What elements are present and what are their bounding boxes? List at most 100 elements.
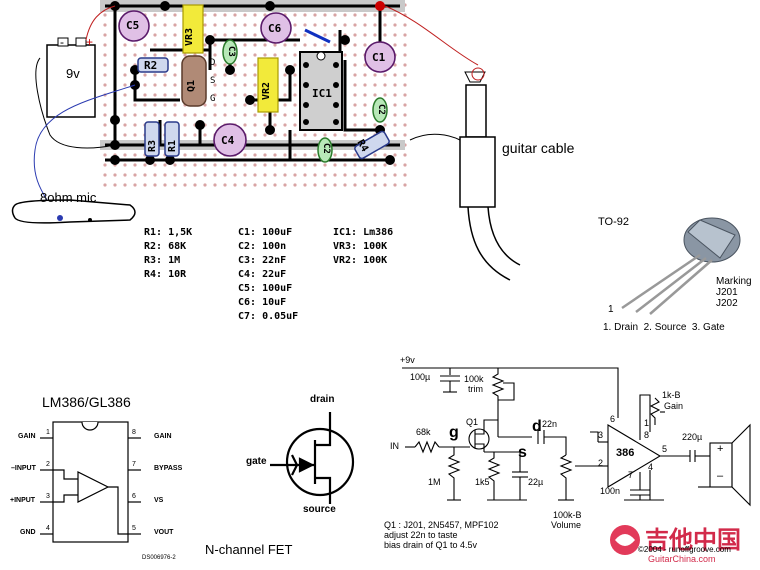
sch-spk-minus: – [717, 470, 724, 482]
lm386-pin8-label: GAIN [154, 433, 172, 440]
r1-label: R1 [167, 139, 178, 152]
sch-c-couple: 22n [542, 419, 558, 429]
sch-pin2: 2 [598, 458, 604, 468]
lm386-code: DS006976-2 [142, 555, 176, 561]
q1-label: Q1 [186, 79, 197, 92]
sch-pin7: 7 [628, 470, 634, 480]
sch-note-q1: Q1 : J201, 2N5457, MPF102 [384, 520, 499, 530]
parts-c4: C4: 22uF [238, 269, 287, 280]
c5-body [118, 10, 150, 42]
battery-wire [35, 57, 116, 149]
guitar-jack [409, 67, 521, 281]
parts-vr3: VR3: 100K [333, 241, 388, 252]
q1-gate-pin: G [210, 94, 216, 104]
microphone [11, 199, 136, 224]
c1-body [364, 41, 396, 73]
r3-label: R3 [147, 139, 158, 152]
sch-notes: Q1 : J201, 2N5457, MPF102 adjust 22n to … [384, 520, 499, 550]
lm386-pin4-label: GND [20, 529, 36, 536]
battery [46, 37, 96, 118]
lm386-pin7-num: 7 [132, 461, 136, 468]
ceramic-capacitors [222, 39, 388, 163]
battery-label: 9v [66, 66, 80, 81]
sch-in: IN [390, 441, 399, 451]
sch-pin8: 8 [644, 430, 650, 440]
watermark-copyright: ©2004 - runoffgroove.com [638, 545, 731, 554]
c1-label: C1 [372, 51, 386, 64]
resistors [137, 57, 390, 160]
lm386-pin3-label: +INPUT [10, 497, 36, 504]
lm386-pin2-label: –INPUT [11, 465, 36, 472]
lm386-pin4-num: 4 [46, 525, 50, 532]
parts-vr2: VR2: 100K [333, 255, 388, 266]
mic-label: 8ohm mic [40, 190, 97, 205]
to92-pinout: 1. Drain 2. Source 3. Gate [603, 322, 725, 333]
lm386-pin8-num: 8 [132, 429, 136, 436]
parts-c7: C7: 0.05uF [238, 311, 299, 322]
parts-c2: C2: 100n [238, 241, 287, 252]
sch-amp: 386 [616, 447, 635, 459]
red-wires [85, 5, 479, 66]
c5-label: C5 [126, 19, 140, 32]
sch-note-adjust: adjust 22n to taste [384, 530, 458, 540]
r2-label: R2 [144, 59, 158, 72]
ic1-label: IC1 [312, 87, 332, 100]
sch-trim-value: 100k [464, 374, 484, 384]
sch-pin5: 5 [662, 444, 668, 454]
mic-wire [33, 84, 136, 216]
lm386-pin2-num: 2 [46, 461, 50, 468]
parts-ic1: IC1: Lm386 [333, 227, 394, 238]
to92-package [621, 217, 741, 315]
fet-gate-label: gate [246, 456, 267, 467]
guitar-cable-label: guitar cable [502, 140, 575, 156]
c4-label: C4 [221, 134, 235, 147]
sch-gain-value: 1k-B [662, 390, 681, 400]
r1-body [164, 121, 180, 157]
lm386-pin5-label: VOUT [154, 529, 174, 536]
to92-pin-one: 1 [608, 304, 614, 315]
to92-title: TO-92 [598, 216, 629, 228]
to92-marking-label: Marking [716, 276, 752, 287]
q1-jfet [181, 55, 207, 107]
c6-label: C6 [268, 22, 282, 35]
lm386-pin1-num: 1 [46, 429, 50, 436]
sch-pin1: 1 [644, 418, 650, 428]
sch-vol-value: 100k-B [553, 510, 582, 520]
lm386-pin5-num: 5 [132, 525, 136, 532]
trimpots [182, 4, 279, 113]
parts-r2: R2: 68K [144, 241, 187, 252]
sch-r-source: 1k5 [475, 477, 490, 487]
sch-c-out: 220µ [682, 432, 703, 442]
fet-drain-label: drain [310, 394, 335, 405]
c2-label: C2 [321, 143, 331, 154]
parts-c5: C5: 100uF [238, 283, 293, 294]
board-pads [110, 1, 395, 165]
c4-body [213, 123, 247, 157]
sch-pin6: 6 [610, 414, 616, 424]
vr3-label: VR3 [184, 27, 195, 46]
sch-s: s [518, 444, 527, 461]
sch-c-supply: 100µ [410, 372, 431, 382]
lm386-pin6-label: VS [154, 497, 164, 504]
sch-trim-label: trim [468, 384, 483, 394]
fet-source-label: source [303, 504, 336, 515]
c3-label: C3 [226, 46, 236, 57]
sch-spk-plus: + [717, 443, 724, 455]
sch-g: g [449, 424, 459, 441]
parts-c1: C1: 100uF [238, 227, 293, 238]
battery-minus: - [60, 35, 64, 49]
electrolytic-capacitors [118, 10, 396, 157]
sch-vol-label: Volume [551, 520, 582, 530]
ic1-chip [299, 51, 343, 131]
lm386-pin1-label: GAIN [18, 433, 36, 440]
vr3-body [182, 4, 204, 54]
parts-c6: C6: 10uF [238, 297, 287, 308]
amp-schematic [402, 367, 751, 507]
watermark-logo [610, 525, 640, 555]
vr2-body [257, 57, 279, 113]
parts-r4: R4: 10R [144, 269, 187, 280]
c2-top-label: C2 [376, 104, 386, 115]
sch-d: d [532, 418, 542, 435]
sch-note-bias: bias drain of Q1 to 4.5v [384, 540, 478, 550]
